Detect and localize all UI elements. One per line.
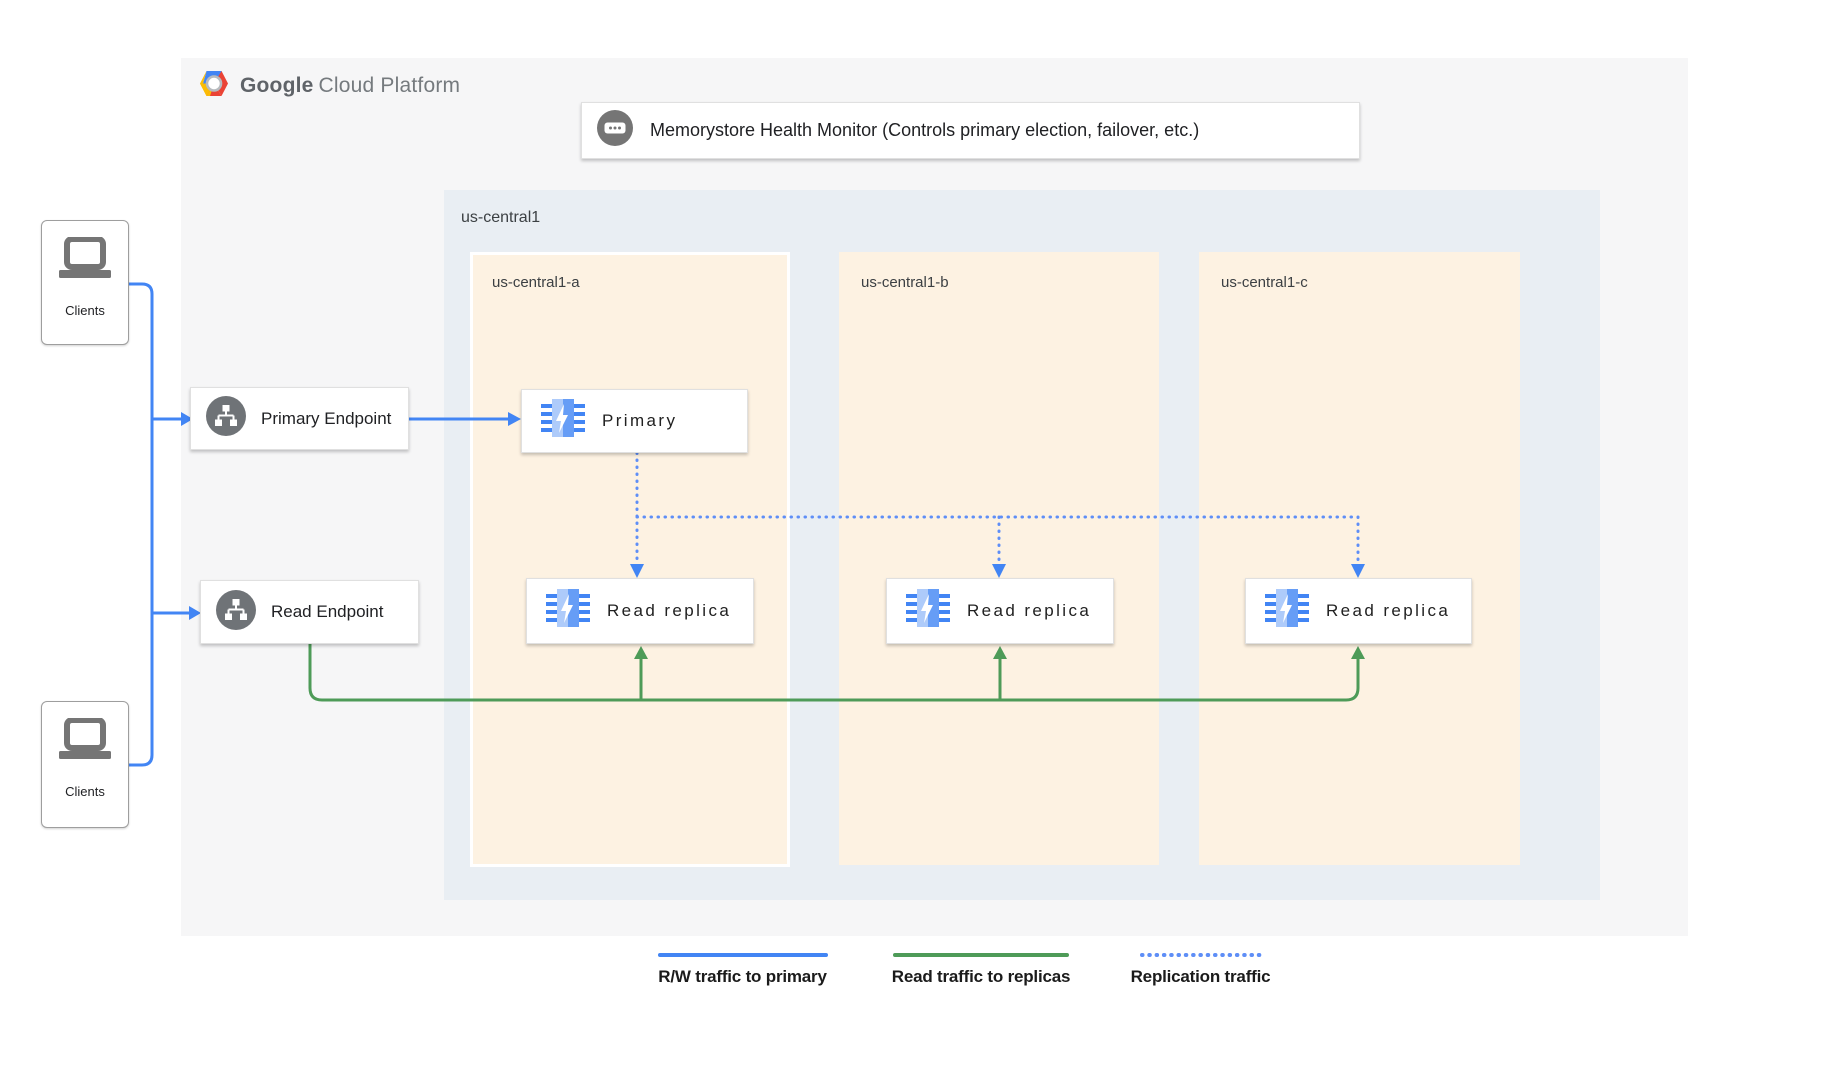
gcp-brand-primary: Google xyxy=(240,74,314,97)
read-endpoint-box: Read Endpoint xyxy=(200,580,419,644)
memorystore-chip-icon xyxy=(905,586,951,637)
gcp-hexagon-logo xyxy=(199,70,229,102)
primary-endpoint-box: Primary Endpoint xyxy=(190,387,409,450)
read-endpoint-label: Read Endpoint xyxy=(271,602,384,621)
clients-box-top: Clients xyxy=(41,220,129,345)
network-endpoint-icon xyxy=(205,395,247,442)
legend-item-rw-traffic: R/W traffic to primary xyxy=(650,952,835,987)
legend-label: Replication traffic xyxy=(1130,967,1271,986)
legend-solid-green-line xyxy=(893,953,1069,957)
health-monitor-box: Memorystore Health Monitor (Controls pri… xyxy=(581,102,1360,159)
primary-node-box: Primary xyxy=(521,389,748,453)
read-replica-b-label: Read replica xyxy=(967,601,1092,620)
legend-solid-blue-line xyxy=(657,953,828,957)
read-replica-b-box: Read replica xyxy=(886,578,1114,644)
network-endpoint-icon xyxy=(215,589,257,636)
gcp-brand-secondary: Cloud Platform xyxy=(318,74,461,97)
read-replica-a-label: Read replica xyxy=(607,601,732,620)
zone-a-label: us-central1-a xyxy=(492,274,580,291)
legend-item-replication-traffic: Replication traffic xyxy=(1128,952,1273,987)
primary-node-label: Primary xyxy=(602,411,678,430)
memorystore-chip-icon xyxy=(545,586,591,637)
region-label: us-central1 xyxy=(461,209,541,226)
chat-dots-icon xyxy=(596,109,634,152)
laptop-icon xyxy=(59,718,111,759)
memorystore-chip-icon xyxy=(540,396,586,447)
clients-box-bottom: Clients xyxy=(41,701,129,828)
clients-label: Clients xyxy=(65,784,105,799)
legend-dotted-blue-line xyxy=(1139,953,1262,957)
zone-b-label: us-central1-b xyxy=(861,274,949,291)
zone-us-central1-a: us-central1-a xyxy=(470,252,790,867)
zone-c-label: us-central1-c xyxy=(1221,274,1308,291)
legend-item-read-traffic: Read traffic to replicas xyxy=(888,952,1074,987)
read-replica-c-label: Read replica xyxy=(1326,601,1451,620)
health-monitor-label: Memorystore Health Monitor (Controls pri… xyxy=(650,120,1200,140)
legend-label: Read traffic to replicas xyxy=(891,967,1071,986)
read-replica-c-box: Read replica xyxy=(1245,578,1472,644)
legend-label: R/W traffic to primary xyxy=(658,967,827,986)
laptop-icon xyxy=(59,237,111,278)
clients-label: Clients xyxy=(65,303,105,318)
memorystore-chip-icon xyxy=(1264,586,1310,637)
zone-us-central1-b: us-central1-b xyxy=(839,252,1159,865)
zone-us-central1-c: us-central1-c xyxy=(1199,252,1520,865)
read-replica-a-box: Read replica xyxy=(526,578,754,644)
primary-endpoint-label: Primary Endpoint xyxy=(261,408,392,428)
